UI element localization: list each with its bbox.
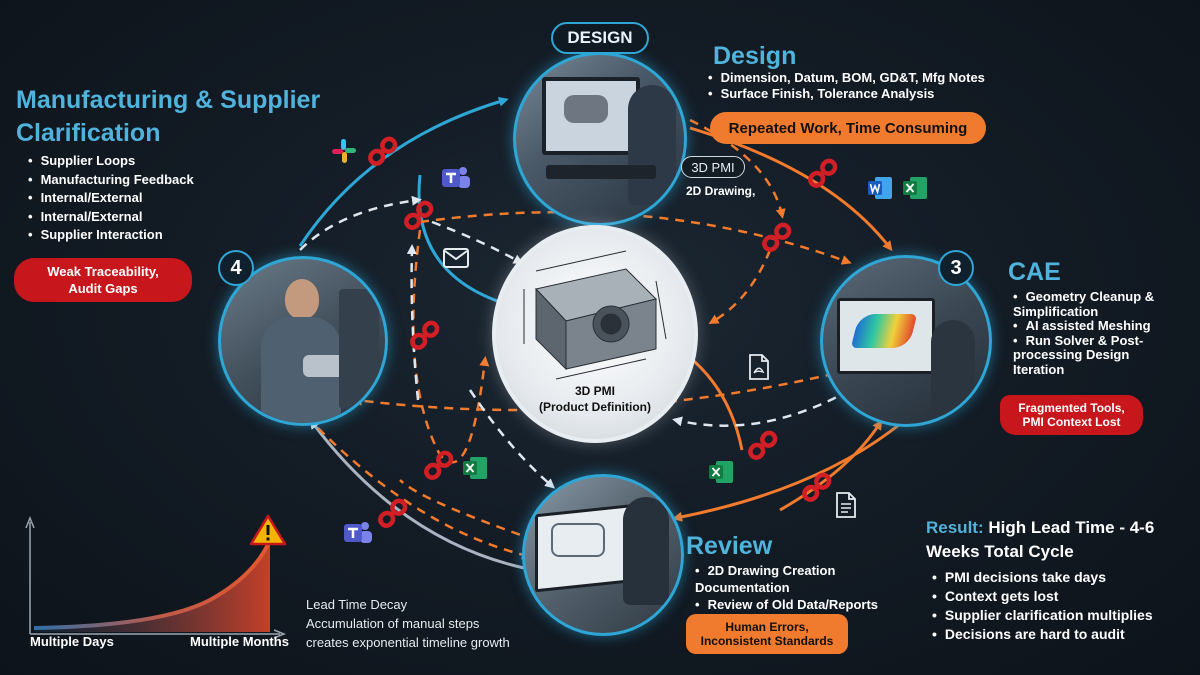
teams-icon (442, 167, 470, 188)
decay-text-1: Lead Time Decay (306, 597, 408, 612)
result-heading: Result: High Lead Time - 4-6 Weeks Total… (926, 516, 1192, 564)
list-item: Dimension, Datum, BOM, GD&T, Mfg Notes (708, 70, 985, 86)
arrow-review-to-mfg (309, 418, 525, 570)
pdf-icon (749, 354, 769, 380)
list-item: Supplier clarification multiplies (932, 606, 1153, 625)
list-item: Review of Old Data/Reports (695, 596, 895, 613)
manufacturing-callout: Weak Traceability, Audit Gaps (14, 258, 192, 302)
dashed-design-to-center (431, 220, 524, 264)
email-icon (443, 248, 469, 268)
decay-description: Lead Time Decay Accumulation of manual s… (306, 595, 510, 652)
result-title: High Lead Time - 4-6 Weeks Total Cycle (926, 518, 1155, 561)
word-icon (868, 177, 892, 199)
decay-text-2: Accumulation of manual steps (306, 616, 480, 631)
dashed-design-down (689, 118, 786, 219)
dashed-review-to-mfg-orange (399, 479, 536, 542)
review-bullets: 2D Drawing Creation Documentation Review… (695, 562, 895, 613)
cae-callout: Fragmented Tools, PMI Context Lost (1000, 395, 1143, 435)
review-callout: Human Errors, Inconsistent Standards (686, 614, 848, 654)
list-item: Internal/External (28, 208, 194, 227)
dashed-mfg-to-review (317, 427, 532, 560)
dashed-mfg-to-center (299, 195, 422, 251)
teams-icon (344, 522, 372, 543)
manufacturing-step-number: 4 (218, 250, 254, 286)
arrow-cae-to-review (672, 418, 906, 522)
warning-icon (249, 514, 287, 546)
dashed-review-to-center (672, 388, 851, 427)
decay-label-left: Multiple Days (30, 634, 114, 649)
result-label: Result: (926, 518, 984, 537)
broken-link-icon (368, 136, 838, 528)
manufacturing-bullets: Supplier Loops Manufacturing Feedback In… (28, 152, 194, 245)
lead-time-decay-chart (25, 514, 287, 639)
dashed-mfg-up (406, 244, 420, 401)
list-item: Supplier Interaction (28, 226, 194, 245)
list-item: Geometry Cleanup & Simplification (1013, 289, 1183, 319)
design-photo (513, 52, 687, 226)
excel-icon (463, 457, 487, 479)
cae-step-number: 3 (938, 250, 974, 286)
manufacturing-title: Manufacturing & Supplier Clarification (16, 86, 321, 147)
arrow-center-to-review-solid (687, 354, 744, 451)
list-item: AI assisted Meshing (1013, 318, 1183, 334)
dashed-cae-to-center (708, 249, 772, 325)
design-tag-2d: 2D Drawing, (686, 184, 756, 198)
dashed-center-to-review (468, 389, 556, 489)
design-bullets: Dimension, Datum, BOM, GD&T, Mfg Notes S… (708, 70, 985, 102)
decay-text-3: creates exponential timeline growth (306, 635, 510, 650)
center-subtitle: (Product Definition) (539, 400, 651, 414)
list-item: Manufacturing Feedback (28, 171, 194, 190)
part-drawing-icon (523, 250, 667, 380)
review-title: Review (686, 532, 773, 560)
excel-icon (709, 461, 733, 483)
list-item: 2D Drawing Creation Documentation (695, 562, 895, 596)
excel-icon (903, 177, 927, 199)
list-item: Internal/External (28, 189, 194, 208)
center-3d-pmi: 3D PMI (Product Definition) (492, 225, 698, 443)
manufacturing-photo (218, 256, 388, 426)
document-icon (836, 492, 856, 518)
arrow-review-to-cae-solid (779, 419, 883, 512)
list-item: PMI decisions take days (932, 568, 1153, 587)
arrow-design-to-center-solid (417, 174, 501, 304)
dashed-cae-to-mfg (352, 368, 851, 412)
design-title: Design (713, 42, 797, 70)
list-item: Run Solver & Post-processing Design Iter… (1013, 333, 1183, 378)
cae-bullets: Geometry Cleanup & Simplification AI ass… (1013, 289, 1183, 378)
decay-label-right: Multiple Months (190, 634, 289, 649)
list-item: Surface Finish, Tolerance Analysis (708, 86, 985, 102)
list-item: Context gets lost (932, 587, 1153, 606)
design-tag-3dpmi: 3D PMI (681, 156, 745, 178)
arrow-mfg-to-design (298, 96, 509, 247)
design-badge: DESIGN (551, 22, 649, 54)
design-callout: Repeated Work, Time Consuming (710, 112, 986, 144)
slack-icon (332, 139, 356, 163)
list-item: Decisions are hard to audit (932, 625, 1153, 644)
result-bullets: PMI decisions take days Context gets los… (932, 568, 1153, 644)
center-title: 3D PMI (574, 384, 615, 398)
review-photo (522, 474, 684, 636)
list-item: Supplier Loops (28, 152, 194, 171)
cae-title: CAE (1008, 258, 1061, 286)
